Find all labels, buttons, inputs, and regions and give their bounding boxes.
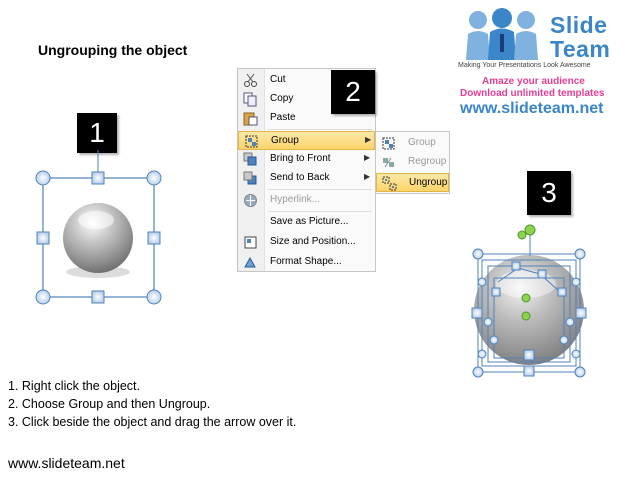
rotation-handle[interactable] bbox=[524, 224, 536, 236]
menu-item-label: Paste bbox=[270, 112, 296, 123]
menu-item-label: Size and Position... bbox=[270, 236, 356, 247]
rotation-handle[interactable] bbox=[517, 230, 527, 240]
resize-handle[interactable] bbox=[146, 289, 162, 305]
menu-item-copy[interactable]: Copy bbox=[238, 90, 375, 109]
menu-separator bbox=[268, 211, 372, 212]
step-badge-3: 3 bbox=[527, 171, 571, 215]
menu-item-label: Format Shape... bbox=[270, 256, 342, 267]
menu-item-bring-to-front[interactable]: Bring to Front ▶ bbox=[238, 150, 375, 169]
logo-tagline: Making Your Presentations Look Awesome bbox=[458, 62, 591, 69]
format-shape-icon bbox=[243, 255, 258, 270]
instruction-step-3: 3. Click beside the object and drag the … bbox=[8, 415, 297, 429]
menu-item-size-and-position[interactable]: Size and Position... bbox=[238, 233, 375, 252]
footer-url: www.slideteam.net bbox=[8, 455, 125, 471]
resize-handle[interactable] bbox=[147, 231, 161, 245]
rotation-handle[interactable] bbox=[521, 293, 531, 303]
logo-team-text: Team bbox=[550, 36, 611, 62]
slide-title: Ungrouping the object bbox=[38, 42, 188, 58]
instruction-list: 1. Right click the object. 2. Choose Gro… bbox=[8, 377, 296, 431]
slideteam-logo: Slide Team Making Your Presentations Loo… bbox=[458, 4, 634, 120]
logo-promo-2: Download unlimited templates bbox=[460, 88, 605, 99]
menu-item-label: Copy bbox=[270, 93, 294, 104]
regroup-icon bbox=[381, 155, 396, 170]
copy-icon bbox=[243, 92, 258, 107]
submenu-arrow-icon: ▶ bbox=[364, 172, 371, 181]
menu-item-group[interactable]: Group ▶ bbox=[238, 131, 375, 150]
menu-item-label: Save as Picture... bbox=[270, 216, 349, 227]
menu-item-cut[interactable]: Cut bbox=[238, 71, 375, 90]
resize-handle[interactable] bbox=[35, 170, 51, 186]
menu-item-label: Group bbox=[408, 137, 436, 148]
menu-item-format-shape[interactable]: Format Shape... bbox=[238, 253, 375, 272]
ungroup-icon bbox=[382, 176, 397, 191]
step-badge-2: 2 bbox=[331, 70, 375, 114]
selected-sphere-figure[interactable] bbox=[30, 150, 170, 310]
people-logo-icon bbox=[466, 8, 538, 60]
submenu-item-group[interactable]: Group bbox=[376, 134, 449, 153]
step-badge-1: 1 bbox=[77, 113, 117, 153]
group-icon bbox=[244, 134, 259, 149]
size-position-icon bbox=[243, 235, 258, 250]
ungrouped-sphere-figure[interactable] bbox=[468, 222, 593, 380]
menu-item-label: Hyperlink... bbox=[270, 194, 321, 205]
menu-item-label: Regroup bbox=[408, 156, 447, 167]
logo-url: www.slideteam.net bbox=[460, 100, 604, 117]
logo-promo-1: Amaze your audience bbox=[482, 76, 585, 87]
hyperlink-icon bbox=[243, 193, 258, 208]
instruction-step-1: 1. Right click the object. bbox=[8, 379, 141, 393]
rotation-handle[interactable] bbox=[521, 311, 531, 321]
submenu-item-ungroup[interactable]: Ungroup bbox=[376, 173, 449, 192]
menu-item-send-to-back[interactable]: Send to Back ▶ bbox=[238, 169, 375, 188]
bring-to-front-icon bbox=[243, 152, 258, 167]
menu-separator bbox=[268, 129, 372, 130]
scissors-icon bbox=[243, 73, 258, 88]
logo-slide-text: Slide bbox=[550, 12, 608, 38]
menu-item-paste[interactable]: Paste bbox=[238, 109, 375, 128]
menu-item-label: Bring to Front bbox=[270, 153, 331, 164]
menu-item-save-as-picture[interactable]: Save as Picture... bbox=[238, 213, 375, 232]
submenu-arrow-icon: ▶ bbox=[365, 135, 372, 144]
resize-handle[interactable] bbox=[36, 231, 50, 245]
instruction-step-2: 2. Choose Group and then Ungroup. bbox=[8, 397, 211, 411]
group-icon bbox=[381, 136, 396, 151]
resize-handle[interactable] bbox=[146, 170, 162, 186]
send-to-back-icon bbox=[243, 171, 258, 186]
menu-item-label: Cut bbox=[270, 74, 286, 85]
resize-handle[interactable] bbox=[35, 289, 51, 305]
menu-item-label: Ungroup bbox=[409, 177, 448, 188]
submenu-item-regroup[interactable]: Regroup bbox=[376, 153, 449, 172]
submenu-arrow-icon: ▶ bbox=[364, 153, 371, 162]
menu-item-hyperlink[interactable]: Hyperlink... bbox=[238, 191, 375, 210]
resize-handle[interactable] bbox=[91, 290, 105, 304]
menu-item-label: Group bbox=[271, 135, 299, 146]
menu-item-label: Send to Back bbox=[270, 172, 330, 183]
resize-handle[interactable] bbox=[91, 171, 105, 185]
paste-icon bbox=[243, 111, 258, 126]
menu-separator bbox=[268, 189, 372, 190]
